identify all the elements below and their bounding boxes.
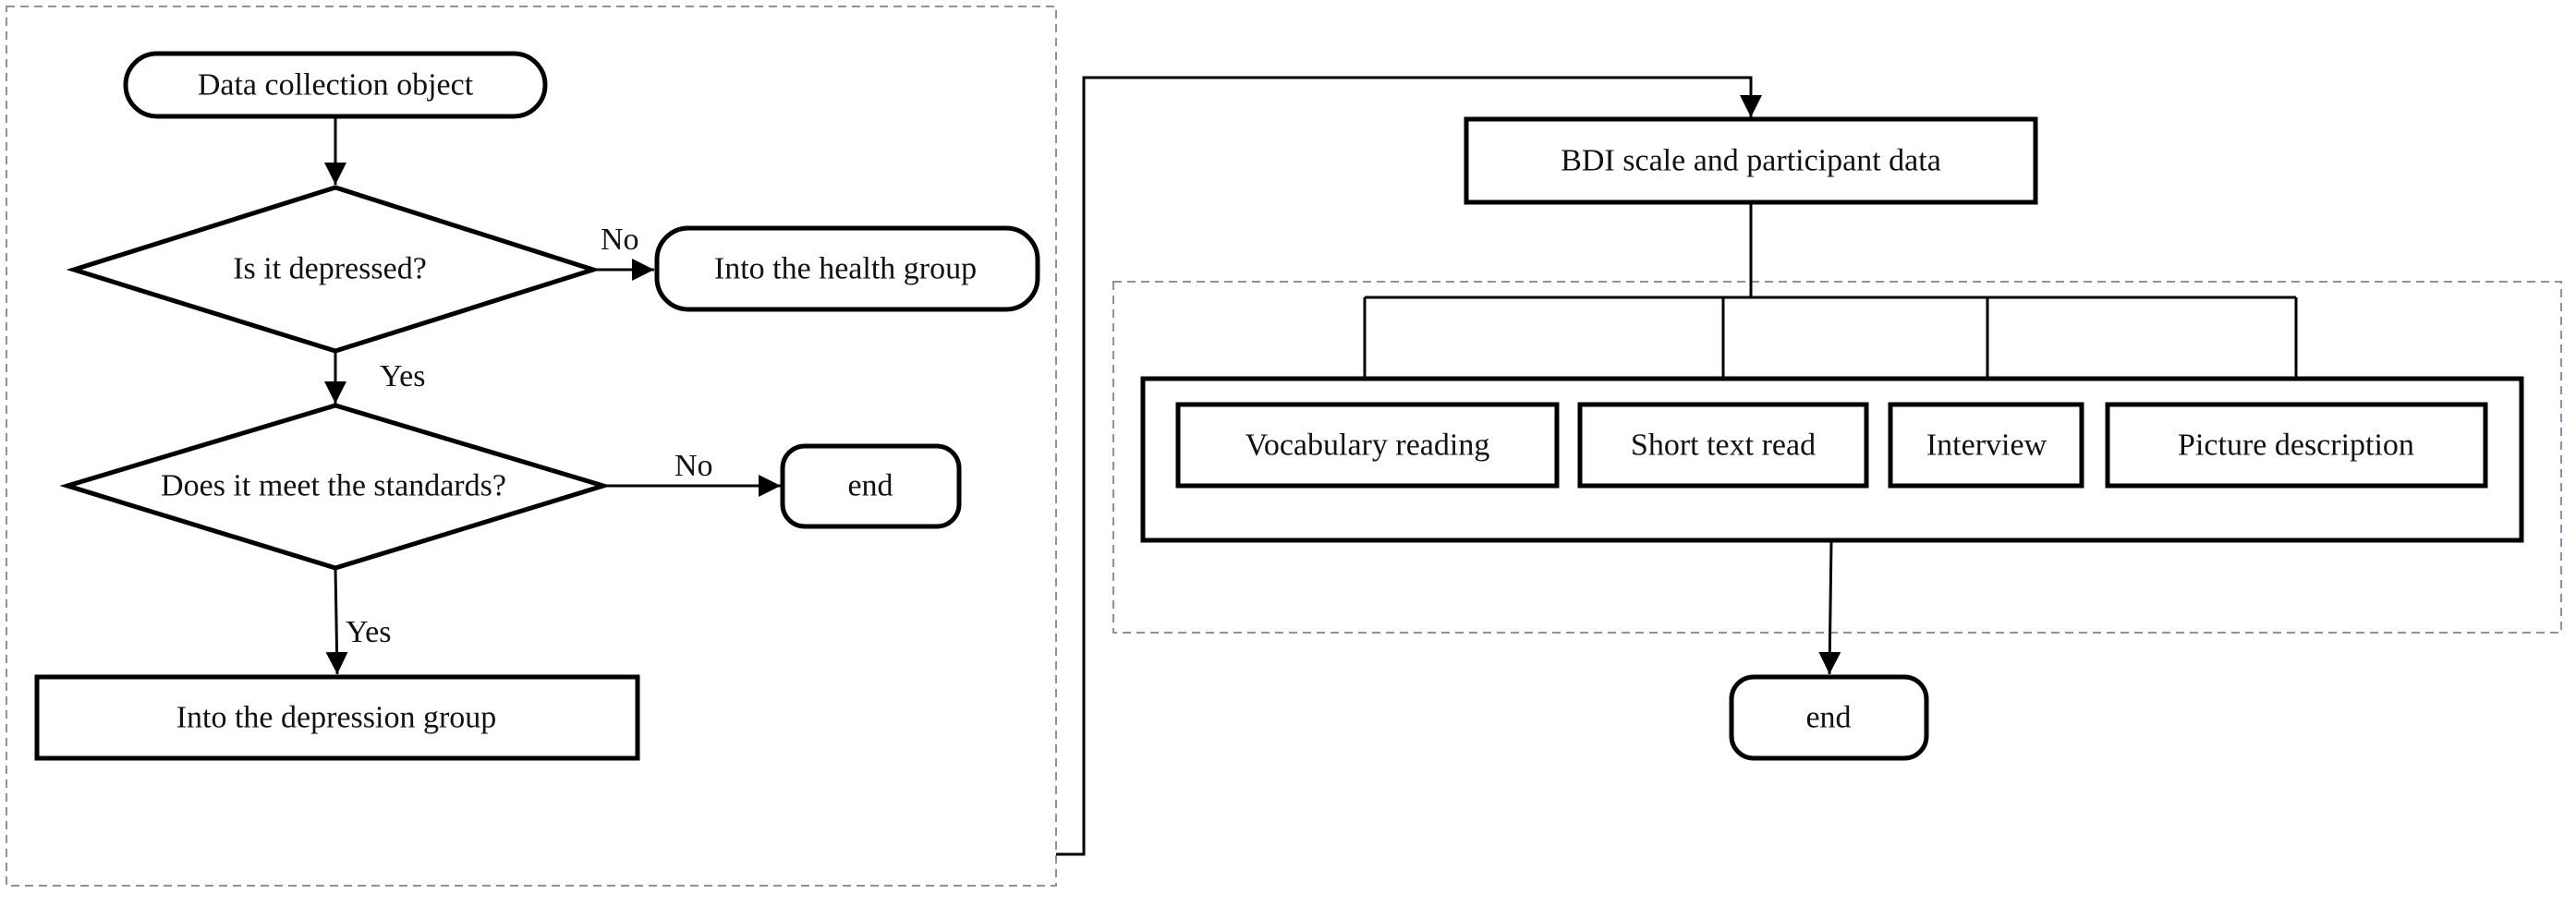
no-label-1: No <box>601 223 639 257</box>
task-picture-description <box>2105 402 2488 489</box>
task-interview <box>1888 402 2084 489</box>
depression-group-node <box>34 674 640 761</box>
task-short-text-read-label: Short text read <box>1631 429 1816 463</box>
right-dashed-frame <box>1112 281 2562 634</box>
task-vocabulary-reading-label: Vocabulary reading <box>1245 429 1490 463</box>
decision-standards-label: Does it meet the standards? <box>161 469 506 503</box>
health-group-node <box>654 225 1040 312</box>
end-node-left <box>780 443 962 529</box>
left-dashed-frame <box>6 6 1057 887</box>
task-picture-description-label: Picture description <box>2178 429 2414 463</box>
decision-depressed <box>66 185 601 354</box>
start-node <box>123 51 548 119</box>
end-node-right-label: end <box>1805 701 1851 735</box>
end-node-left-label: end <box>847 469 893 503</box>
decision-standards <box>59 403 612 571</box>
task-short-text-read <box>1577 402 1869 489</box>
bdi-node <box>1464 116 2038 205</box>
depression-group-label: Into the depression group <box>176 701 497 735</box>
task-vocabulary-reading <box>1175 402 1560 489</box>
yes-label-2: Yes <box>346 615 391 649</box>
bdi-node-label: BDI scale and participant data <box>1561 144 1941 178</box>
yes-label-1: Yes <box>380 359 425 393</box>
health-group-label: Into the health group <box>714 252 977 286</box>
no-label-2: No <box>674 449 713 483</box>
end-node-right <box>1729 674 1929 761</box>
start-node-label: Data collection object <box>198 68 474 103</box>
decision-depressed-label: Is it depressed? <box>233 252 427 286</box>
task-interview-label: Interview <box>1926 429 2047 463</box>
